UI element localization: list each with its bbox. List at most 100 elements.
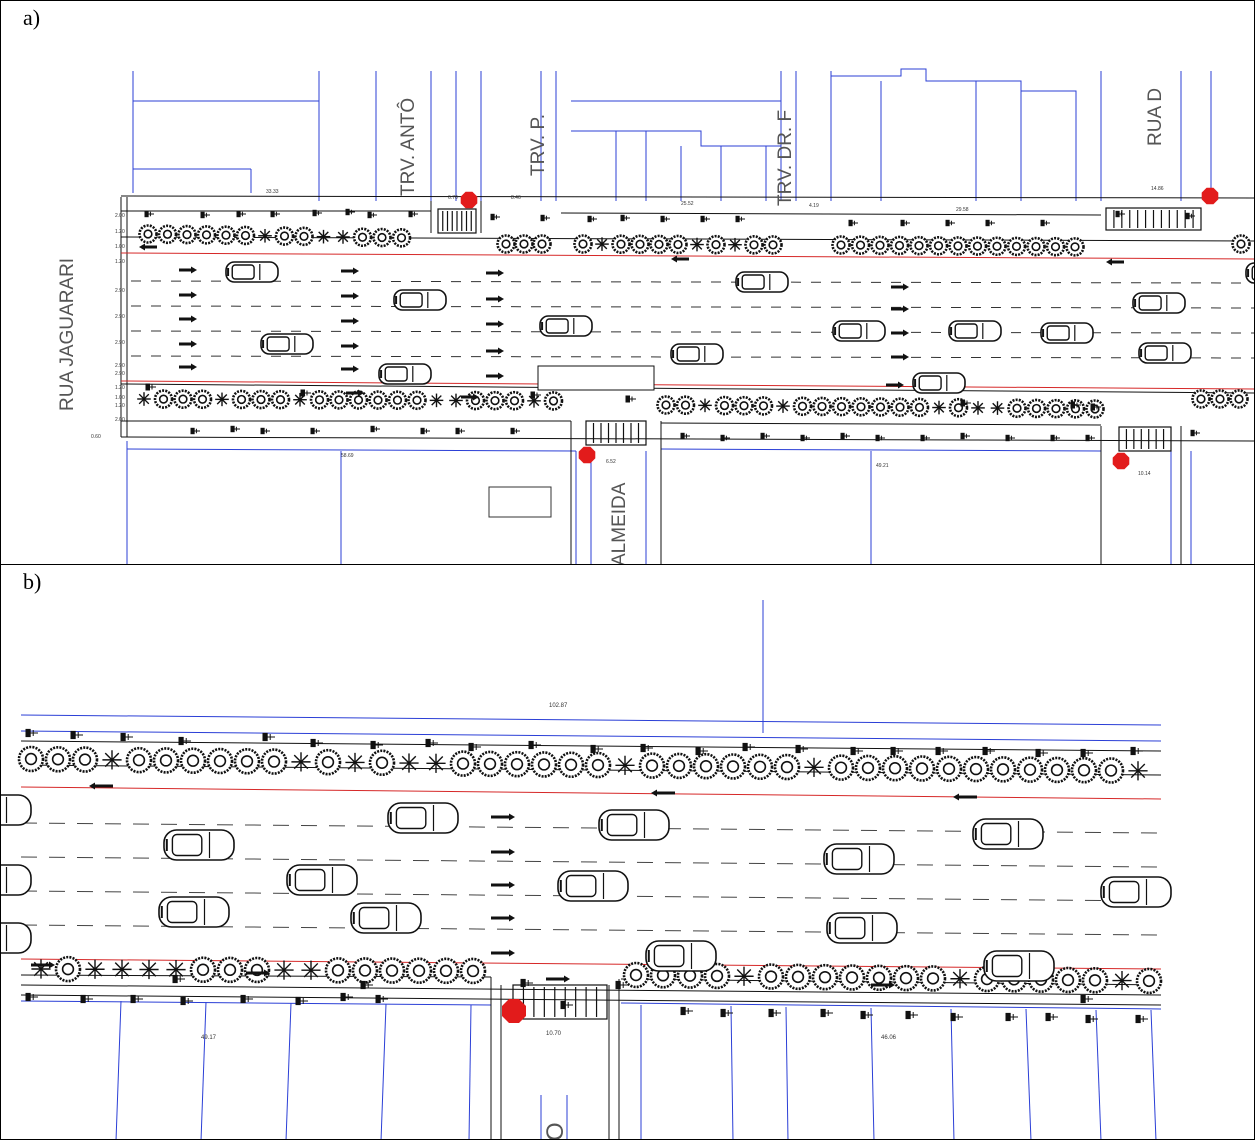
bicycle-icon [735, 215, 745, 223]
tree-icon [503, 750, 531, 778]
tree-icon [792, 396, 813, 417]
bicycle-icon [680, 432, 690, 440]
bicycle-icon [560, 1000, 573, 1010]
bus-icon [537, 365, 655, 391]
bicycle-icon [310, 427, 320, 435]
lane-width-label: 1.20 [115, 229, 125, 235]
tree-icon [387, 390, 408, 410]
shrub-icon [258, 228, 272, 243]
arrow-icon [546, 975, 570, 983]
tree-icon [1054, 966, 1082, 994]
bicycle-icon [145, 383, 156, 391]
lane-width-label: 1.00 [115, 395, 125, 401]
tree-icon [909, 397, 930, 418]
tree-icon [233, 748, 261, 775]
shrub-icon [1128, 761, 1148, 781]
shrub-icon [734, 966, 754, 986]
tree-row-north [138, 224, 1251, 257]
tree-icon [179, 747, 207, 775]
tree-icon [329, 390, 349, 410]
shrub-icon [990, 401, 1005, 415]
arrow-icon [891, 353, 909, 361]
crosswalk-icons [437, 207, 1202, 452]
tree-icon [152, 747, 180, 774]
shrub-icon [139, 959, 159, 980]
traffic-signal-icons [502, 999, 526, 1023]
traffic-signal-icon [502, 999, 526, 1023]
lane-width-label: 2.90 [115, 340, 125, 346]
tree-icon [309, 390, 330, 410]
crosswalk-icon [437, 208, 477, 234]
arrow-icon [491, 881, 515, 889]
car-icon [823, 843, 895, 875]
tree-icon [838, 964, 866, 991]
bicycle-icon [270, 210, 280, 218]
tree-icon [1210, 389, 1230, 409]
traffic-signal-icons [460, 187, 1219, 470]
car-icon [378, 363, 432, 385]
tree-row-south [137, 389, 1249, 419]
bicycle-icon [1135, 1014, 1148, 1024]
tree-icon [703, 962, 731, 990]
tree-icon [459, 957, 487, 985]
tree-icon [125, 746, 153, 774]
tree-icon [1097, 757, 1125, 784]
tree-icon [675, 395, 696, 415]
tree-icon [850, 235, 871, 255]
bicycle-icon [178, 736, 191, 746]
bicycle-icon [312, 209, 322, 217]
tree-icon [1065, 237, 1085, 257]
tree-icon [962, 755, 990, 783]
street-name-trv-dr-f: TRV. DR. F [775, 110, 796, 206]
arrow-icon [179, 291, 197, 299]
bicycle-icons [144, 208, 1200, 442]
bicycle-icon [370, 740, 383, 750]
tree-icon [1043, 756, 1071, 784]
tree-icon [44, 745, 72, 773]
car-icon [1138, 342, 1192, 364]
bicycle-icon [700, 215, 710, 223]
tree-icon [157, 224, 178, 245]
tree-icon [432, 957, 460, 985]
tree-icon [744, 235, 764, 255]
bicycle-icon [850, 746, 863, 756]
arrow-icon [31, 961, 55, 969]
tree-icon [153, 389, 174, 409]
tree-icon [1229, 389, 1249, 409]
arrow-icon [139, 243, 157, 251]
tree-icon [294, 226, 314, 247]
tree-icon [557, 751, 585, 779]
tree-icon [1081, 966, 1109, 994]
bicycle-icon [1040, 219, 1050, 227]
bicycle-icon [1130, 746, 1143, 756]
arrow-icon [486, 320, 504, 328]
car-icons [225, 261, 1254, 394]
bicycle-icon [425, 738, 438, 748]
lane-width-label: 2.90 [115, 288, 125, 294]
bicycle-icon [262, 732, 275, 742]
tree-icon [854, 754, 882, 782]
tree-icon [405, 957, 433, 985]
tree-icon [504, 390, 525, 411]
traffic-signal-icon [1112, 452, 1130, 470]
lot-lines [126, 68, 1212, 564]
arrow-icon [179, 266, 197, 274]
bicycle-icons [25, 728, 1148, 1024]
panel-a-drawing: RUA JAGUARARI TRV. ANTÔ TRV. P. TRV. DR.… [57, 68, 1254, 564]
arrow-icon [953, 793, 977, 801]
lane-width-label: 1.20 [115, 385, 125, 391]
shrub-icon [85, 959, 105, 979]
tree-icon [17, 745, 45, 773]
shrub-icon [399, 753, 419, 773]
bicycle-icon [240, 994, 253, 1004]
arrow-icon [871, 981, 895, 989]
car-icon [948, 320, 1002, 342]
lane-width-label: 2.00 [115, 213, 125, 219]
bicycle-icon [860, 1010, 873, 1020]
bicycle-icon [200, 211, 210, 219]
tree-icon [831, 235, 851, 255]
traffic-signal-icon [460, 191, 478, 209]
car-icon [912, 372, 966, 394]
arrow-icon [486, 269, 504, 277]
car-icon [539, 315, 593, 337]
